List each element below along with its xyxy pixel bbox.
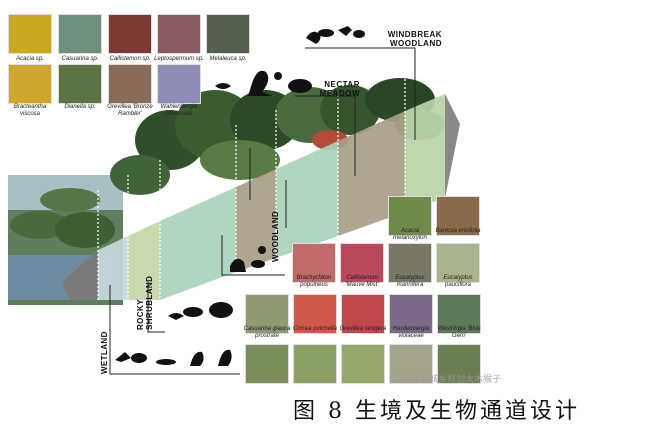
plant-photo [108, 14, 152, 54]
shore-edge [62, 250, 98, 300]
plant-caption: Banksia ericifolia [435, 228, 481, 234]
plant-photo [436, 243, 480, 283]
slope-edge [445, 94, 460, 198]
zone-label-windbreak: WINDBREAK WOODLAND [387, 30, 442, 48]
leader-lines [109, 47, 416, 375]
plant-photo [58, 14, 102, 54]
zone-label-nectar: NECTAR MEADOW [319, 80, 360, 98]
plant-caption: Acacia sp. [16, 56, 44, 62]
platypus-icon [156, 359, 176, 365]
owl-icon [353, 30, 365, 38]
lizard-icon-2 [168, 313, 184, 320]
plant-photo [157, 14, 201, 54]
watermark: CSDN @城乡规划大木猴子 [392, 374, 502, 384]
kangaroo-icon [248, 70, 272, 96]
band-dividers [97, 75, 406, 300]
bird-icon [318, 29, 334, 37]
plant-caption: Bracteantha viscosa [13, 104, 47, 117]
windbreak-band [405, 94, 445, 212]
wombat-icon [288, 79, 312, 93]
dragonfly-icon [115, 352, 131, 362]
woodland-band-3 [276, 141, 338, 258]
plant-photo [58, 64, 102, 104]
plant-photo [293, 294, 337, 334]
plant-photo [437, 344, 481, 384]
plant-caption: Grevillea 'Bronze Rambler' [107, 104, 153, 117]
plant-photo [389, 344, 433, 384]
plant-photo [388, 196, 432, 236]
bird-icon-3 [258, 246, 266, 254]
plant-photo [245, 294, 289, 334]
frog-icon [131, 353, 147, 363]
zone-label-woodland: WOODLAND [271, 210, 280, 262]
animal-silhouettes [115, 26, 365, 366]
figure-caption: 图 8 生境及生物通道设计 [293, 399, 580, 424]
plant-caption: Casuarina glauca prostrate [243, 326, 291, 339]
plant-photo [293, 344, 337, 384]
possum-icon [306, 31, 321, 44]
plant-photo [341, 294, 385, 334]
possum-icon-2 [251, 260, 265, 268]
plant-caption: Eucalyptus pauciflora [443, 275, 473, 288]
plant-photo [206, 14, 250, 54]
bat-icon [338, 26, 352, 36]
plant-photo [389, 294, 433, 334]
plant-caption: Correa pulchella [293, 326, 337, 332]
plant-photo [437, 294, 481, 334]
echidna-icon [209, 302, 233, 318]
koala-icon [230, 258, 246, 272]
plant-caption: Dianella sp. [64, 104, 96, 110]
skink-icon [183, 307, 203, 317]
plant-photo [157, 64, 201, 104]
lizard-icon [215, 83, 231, 89]
plant-caption: Acacia melanoxylon [393, 228, 427, 241]
bird-icon-2 [274, 72, 282, 80]
plant-caption: Callistemon 'Mauve Mist' [345, 275, 379, 288]
zone-label-wetland: WETLAND [100, 331, 109, 374]
plant-photo [388, 243, 432, 283]
plant-photo [341, 344, 385, 384]
swan-icon [190, 351, 204, 366]
wetland-band [98, 236, 128, 300]
plant-photo [8, 64, 52, 104]
plant-photo [340, 243, 384, 283]
plant-photo [8, 14, 52, 54]
plant-caption: Hardenbergia violaceae [392, 326, 430, 339]
plant-photo [436, 196, 480, 236]
woodland-band-1 [160, 187, 236, 300]
plant-caption: Eucalyptus mannifera [395, 275, 425, 288]
bird-icon-4 [218, 349, 232, 366]
plant-caption: Brachychiton populneus [296, 275, 332, 288]
plant-caption: Grevillea lanigera [339, 326, 387, 332]
plant-caption: Wahlenbergia communis [160, 104, 198, 117]
foreground-landscape [8, 175, 123, 305]
plant-caption: Westringia 'Blue Gem' [437, 326, 481, 339]
plant-caption: Casuarina sp. [61, 56, 99, 62]
plant-caption: Melaleuca sp. [209, 56, 247, 62]
plant-photo [292, 243, 336, 283]
zone-label-rocky: ROCKY SHRUBLAND [136, 275, 154, 330]
plant-caption: Leptospermum sp. [154, 56, 204, 62]
plant-caption: Callistemon sp. [109, 56, 151, 62]
woodland-band-2 [236, 169, 276, 272]
plant-photo [245, 344, 289, 384]
rocky-band [128, 221, 160, 300]
plant-photo [108, 64, 152, 104]
